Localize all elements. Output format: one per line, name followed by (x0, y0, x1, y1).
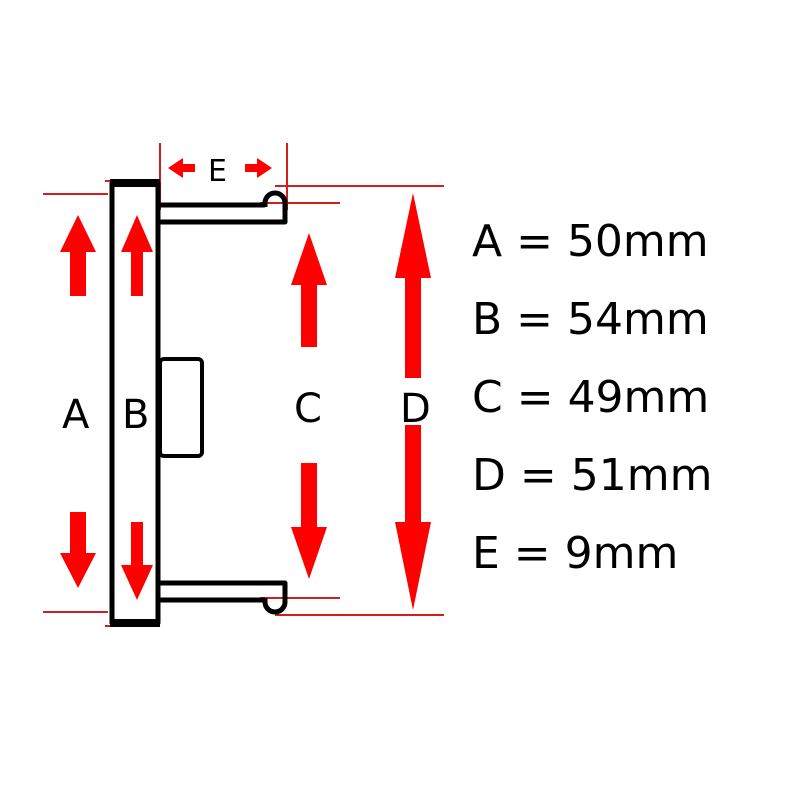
label-c: C (294, 386, 322, 432)
arrows (60, 158, 431, 610)
arrow-b-up-icon (121, 215, 153, 296)
arrow-b-down-icon (121, 522, 153, 600)
label-e: E (208, 154, 227, 189)
legend-d: D = 51mm (472, 450, 713, 501)
arrow-c-up-icon (291, 233, 327, 347)
part-outline (109, 179, 288, 627)
label-d: D (400, 386, 431, 432)
arrow-c-down-icon (291, 463, 327, 579)
legend-c: C = 49mm (472, 372, 710, 423)
arrow-d-down-icon (395, 425, 431, 610)
arrow-e-left-icon (168, 158, 195, 178)
arrow-a-down-icon (60, 512, 96, 588)
guide-lines (43, 143, 444, 627)
legend-b: B = 54mm (472, 294, 709, 345)
arrow-d-up-icon (395, 193, 431, 378)
legend-a: A = 50mm (472, 216, 709, 267)
label-a: A (62, 392, 90, 438)
arrow-a-up-icon (60, 215, 96, 296)
arrow-e-right-icon (245, 158, 272, 178)
legend-e: E = 9mm (472, 528, 679, 579)
dimension-legend: A = 50mm B = 54mm C = 49mm D = 51mm E = … (472, 212, 712, 602)
label-b: B (122, 392, 149, 438)
